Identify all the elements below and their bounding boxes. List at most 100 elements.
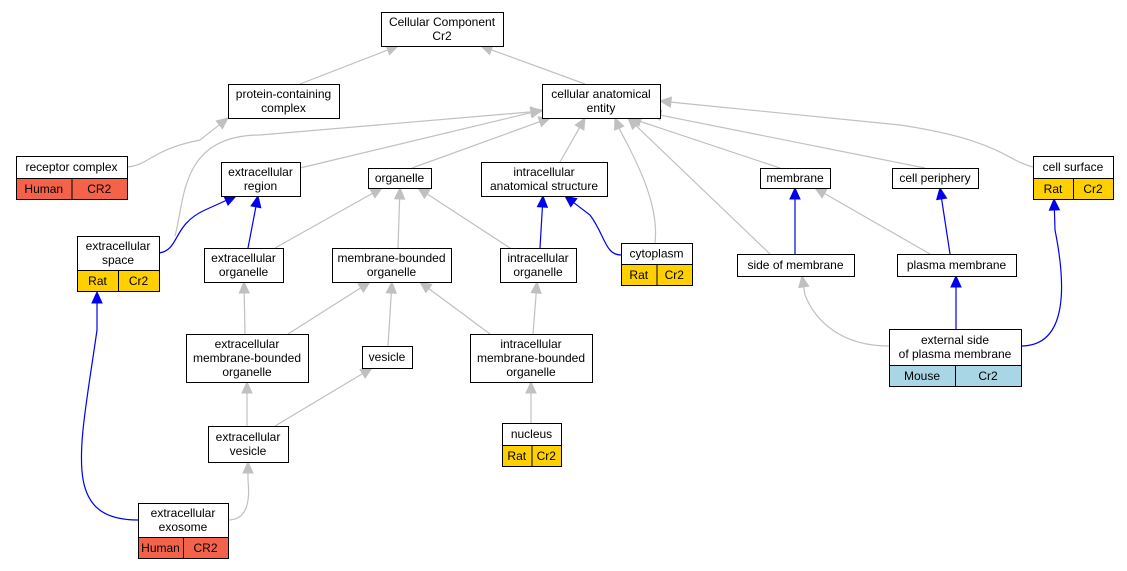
edge-line: [397, 198, 401, 249]
node-box: [542, 84, 661, 119]
arrowhead: [789, 186, 801, 200]
edge-nucleus-to-intracellular-membrane-bounded-organelle: [525, 380, 537, 423]
node-label-line: extracellular: [228, 165, 293, 179]
node-label-line: organelle: [375, 171, 425, 185]
node-box: [362, 346, 413, 369]
node-label-line: extracellular: [151, 506, 216, 520]
edge-line: [126, 124, 220, 168]
gene-label: Cr2: [129, 274, 149, 288]
node-label-line: extracellular: [216, 430, 281, 444]
species-label: Rat: [1044, 182, 1063, 196]
node-label-line: entity: [587, 101, 616, 115]
nodes-layer: Cellular ComponentCr2protein-containingc…: [16, 12, 1114, 559]
node-label-line: cellular anatomical: [551, 87, 650, 101]
node-label-line: nucleus: [511, 427, 552, 441]
edge-intracellular-membrane-bounded-organelle-to-membrane-bounded-organelle: [419, 281, 491, 335]
node-plasma-membrane[interactable]: plasma membrane: [897, 254, 1017, 277]
node-label-line: side of membrane: [747, 258, 843, 272]
node-label-line: organelle: [222, 365, 272, 379]
species-label: Human: [24, 182, 63, 196]
edge-intracellular-membrane-bounded-organelle-to-intracellular-organelle: [530, 280, 542, 335]
edge-line: [491, 49, 586, 85]
arrowhead: [223, 195, 238, 207]
arrowhead: [936, 186, 948, 201]
node-label-line: vesicle: [230, 444, 267, 458]
edge-cytoplasm-to-cellular-anatomical-entity: [614, 116, 657, 244]
edge-extracellular-membrane-bounded-organelle-to-membrane-bounded-organelle: [287, 281, 372, 335]
node-membrane[interactable]: membrane: [760, 168, 831, 189]
node-organelle[interactable]: organelle: [368, 168, 432, 189]
node-label-line: organelle: [367, 265, 417, 279]
edge-intracellular-anatomical-structure-to-cellular-anatomical-entity: [559, 116, 586, 163]
node-label-line: anatomical structure: [490, 179, 598, 193]
edge-cytoplasm-to-intracellular-anatomical-structure: [564, 195, 622, 256]
edge-extracellular-organelle-to-extracellular-region: [247, 194, 262, 249]
edge-extracellular-vesicle-to-extracellular-membrane-bounded-organelle: [241, 380, 253, 426]
edge-line: [80, 303, 139, 521]
node-label-line: Cellular Component: [389, 15, 496, 29]
gene-cell: [71, 178, 128, 200]
edge-line: [174, 111, 532, 237]
node-label-line: vesicle: [369, 350, 406, 364]
edge-line: [274, 373, 363, 427]
node-label-line: extracellular: [86, 239, 151, 253]
node-label-line: receptor complex: [25, 160, 117, 174]
edge-line: [299, 49, 388, 85]
edge-line: [247, 206, 257, 249]
edge-external-side-of-plasma-membrane-to-cell-surface: [1020, 197, 1063, 347]
node-box: [186, 334, 309, 383]
node-vesicle[interactable]: vesicle: [362, 346, 413, 369]
arrowhead: [91, 290, 103, 304]
node-side-of-membrane[interactable]: side of membrane: [737, 254, 855, 277]
arrowhead: [950, 274, 962, 288]
edge-intracellular-organelle-to-intracellular-anatomical-structure: [536, 194, 549, 249]
edge-line: [640, 120, 781, 169]
node-label-line: exosome: [159, 520, 208, 534]
arrowhead: [241, 380, 253, 394]
arrowhead: [530, 106, 544, 118]
node-label-line: space: [102, 253, 134, 267]
edge-external-side-of-plasma-membrane-to-plasma-membrane: [950, 274, 962, 329]
node-label-line: organelle: [513, 265, 563, 279]
edge-line: [573, 202, 622, 256]
arrowhead: [385, 280, 398, 294]
species-label: Rat: [629, 268, 648, 282]
arrowhead: [242, 460, 254, 474]
node-label-line: cell periphery: [899, 171, 970, 185]
edge-plasma-membrane-to-cell-periphery: [936, 186, 951, 255]
node-box: [381, 12, 504, 47]
edge-line: [803, 286, 890, 347]
node-cell-periphery[interactable]: cell periphery: [892, 168, 979, 189]
node-box: [737, 254, 855, 277]
arrowhead: [215, 117, 229, 130]
edge-line: [387, 292, 392, 347]
edge-line: [532, 292, 537, 335]
gene-cell: [955, 365, 1022, 387]
edge-line: [559, 127, 581, 163]
species-label: Rat: [507, 449, 526, 463]
gene-label: CR2: [193, 541, 217, 555]
gene-label: Cr2: [978, 369, 998, 383]
gene-cell: [118, 270, 160, 292]
arrowhead: [250, 194, 262, 209]
arrowhead: [574, 116, 586, 131]
